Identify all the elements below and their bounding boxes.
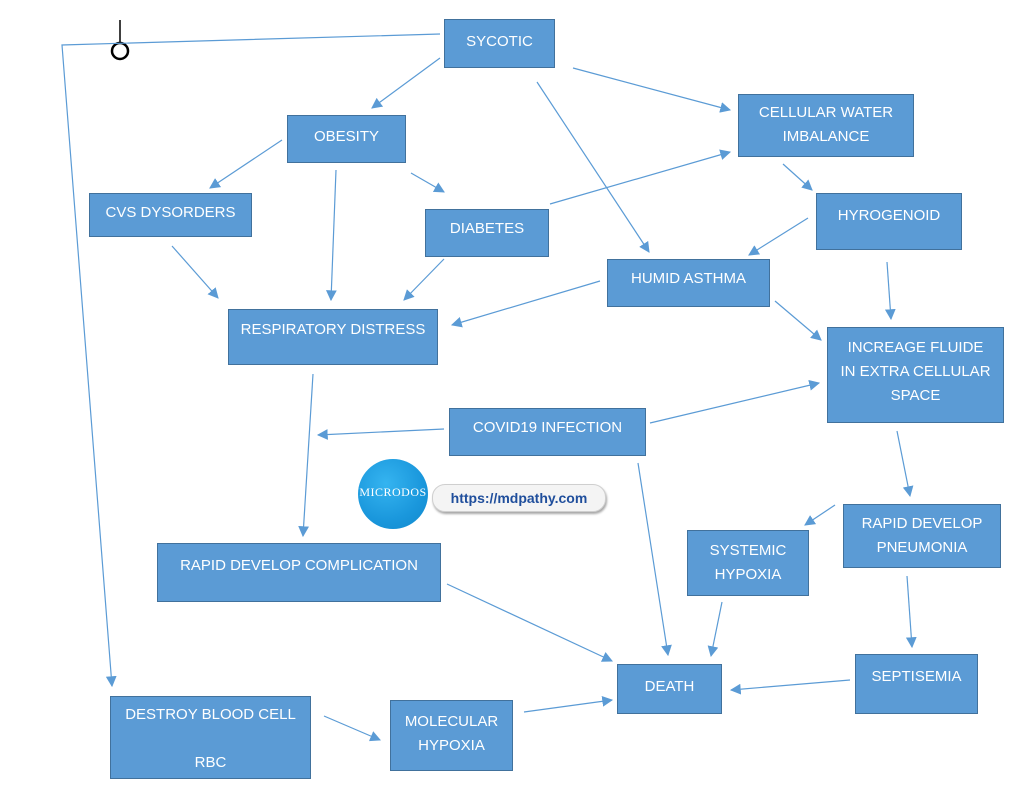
arrow-diabetes-to-respiratory [403, 258, 445, 301]
node-covid19-infection-label: COVID19 INFECTION [472, 419, 623, 436]
microdos-logo-text: MICRODOS [359, 485, 427, 499]
node-sycotic-label: SYCOTIC [466, 33, 533, 50]
node-death-label: DEATH [644, 678, 695, 695]
node-rapid-develop-pneumonia: RAPID DEVELOP PNEUMONIA [843, 504, 1001, 568]
arrow-hyrogenoid-to-humid-asthma [748, 217, 809, 256]
node-molecular-hypoxia: MOLECULAR HYPOXIA [390, 700, 513, 771]
arrow-cvs-to-respiratory [171, 245, 219, 299]
arrow-sycotic-to-obesity [371, 57, 441, 109]
node-respiratory-distress: RESPIRATORY DISTRESS [228, 309, 438, 365]
node-diabetes: DIABETES [425, 209, 549, 257]
node-systemic-hypoxia-label: SYSTEMIC HYPOXIA [709, 542, 787, 583]
node-obesity-label: OBESITY [313, 128, 380, 145]
arrow-sycotic-to-humid-asthma [536, 81, 650, 253]
node-hyrogenoid: HYROGENOID [816, 193, 962, 250]
arrow-cellular-water-to-hyrogenoid [782, 163, 813, 191]
node-respiratory-distress-label: RESPIRATORY DISTRESS [240, 321, 426, 338]
arrow-rapid-pneumonia-to-systemic-hypoxia [804, 504, 836, 526]
node-molecular-hypoxia-label: MOLECULAR HYPOXIA [404, 713, 499, 754]
website-url-badge[interactable]: https://mdpathy.com [432, 484, 606, 512]
node-hyrogenoid-label: HYROGENOID [837, 207, 941, 224]
arrow-hyrogenoid-to-increase-fluid [884, 261, 896, 321]
node-septisemia: SEPTISEMIA [855, 654, 978, 714]
arrow-rapid-pneumonia-to-septisemia [905, 575, 917, 649]
node-cellular-water-label: CELLULAR WATER IMBALANCE [758, 104, 894, 145]
node-cvs-dysorders-label: CVS DYSORDERS [105, 204, 236, 221]
microdos-logo: MICRODOS [358, 459, 428, 529]
arrow-obesity-to-diabetes [410, 172, 445, 193]
node-destroy-blood-cell: DESTROY BLOOD CELL RBC [110, 696, 311, 779]
pin-mark-ring [110, 41, 130, 61]
arrow-systemic-hypoxia-to-death [707, 601, 723, 658]
arrow-sycotic-to-destroy-blood [61, 33, 441, 688]
arrow-increase-fluid-to-rapid-pneumonia [896, 430, 914, 498]
node-rapid-develop-complication-label: RAPID DEVELOP COMPLICATION [180, 557, 418, 574]
arrow-respiratory-to-rapid-complication [298, 373, 314, 538]
arrow-rapid-complication-to-death [446, 583, 613, 662]
arrow-destroy-blood-to-molecular-hypoxia [323, 715, 381, 742]
arrow-sycotic-to-cellular-water [572, 67, 732, 113]
node-septisemia-label: SEPTISEMIA [871, 668, 962, 685]
node-rapid-develop-pneumonia-label: RAPID DEVELOP PNEUMONIA [861, 515, 983, 556]
arrow-covid-to-increase-fluid [649, 379, 821, 424]
website-url-text: https://mdpathy.com [450, 490, 588, 506]
arrow-molecular-hypoxia-to-death [523, 695, 614, 713]
node-cvs-dysorders: CVS DYSORDERS [89, 193, 252, 237]
node-covid19-infection: COVID19 INFECTION [449, 408, 646, 456]
node-systemic-hypoxia: SYSTEMIC HYPOXIA [687, 530, 809, 596]
arrow-covid-to-respiratory [316, 428, 445, 440]
node-humid-asthma: HUMID ASTHMA [607, 259, 770, 307]
node-increase-fluid: INCREAGE FLUIDE IN EXTRA CELLULAR SPACE [827, 327, 1004, 423]
node-humid-asthma-label: HUMID ASTHMA [630, 270, 746, 287]
arrow-humid-asthma-to-increase-fluid [774, 300, 822, 341]
node-death: DEATH [617, 664, 722, 714]
node-destroy-blood-cell-label: DESTROY BLOOD CELL RBC [125, 706, 296, 771]
arrow-humid-asthma-to-respiratory [450, 280, 601, 328]
node-diabetes-label: DIABETES [449, 220, 525, 237]
node-sycotic: SYCOTIC [444, 19, 555, 68]
arrow-septisemia-to-death [729, 679, 851, 695]
node-cellular-water: CELLULAR WATER IMBALANCE [738, 94, 914, 157]
node-obesity: OBESITY [287, 115, 406, 163]
arrow-obesity-to-respiratory [325, 169, 337, 302]
arrow-obesity-to-cvs [209, 139, 283, 189]
node-increase-fluid-label: INCREAGE FLUIDE IN EXTRA CELLULAR SPACE [840, 339, 991, 404]
node-rapid-develop-complication: RAPID DEVELOP COMPLICATION [157, 543, 441, 602]
arrow-diabetes-to-cellular-water [549, 149, 732, 205]
arrow-covid-to-death [637, 462, 672, 657]
